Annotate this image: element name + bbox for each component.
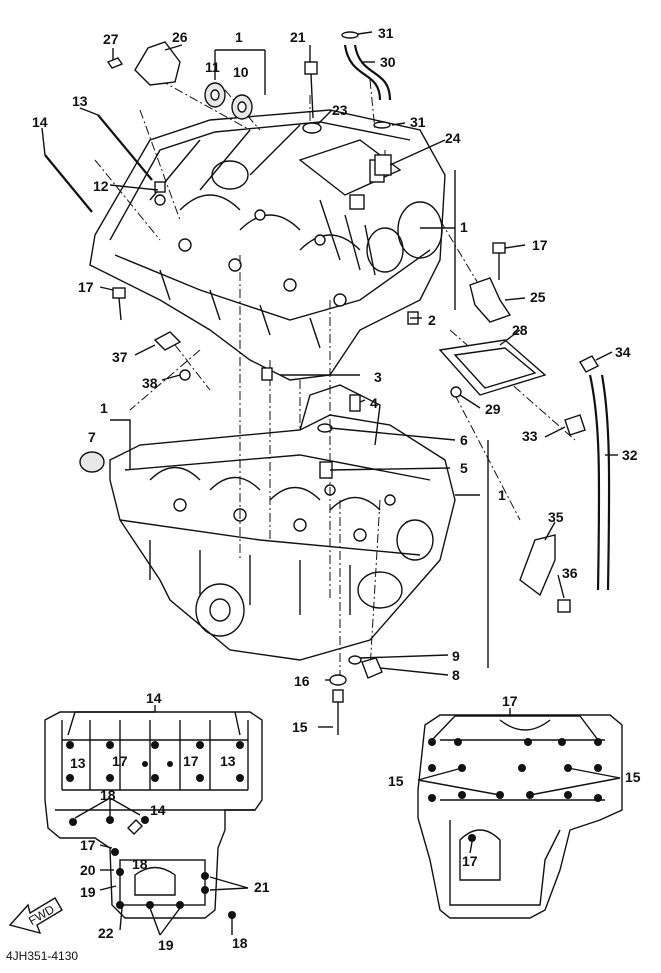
callout-12: 12: [93, 178, 109, 194]
inset-callout-18-top: 18: [100, 787, 116, 803]
inset-callout-17-low: 17: [80, 837, 96, 853]
lower-crankcase: [109, 384, 456, 661]
callout-11: 11: [205, 59, 220, 75]
callout-27: 27: [103, 31, 119, 47]
callout-33: 33: [522, 428, 538, 444]
callout-17-right: 17: [532, 237, 548, 253]
callout-23: 23: [332, 102, 348, 118]
callout-30: 30: [380, 54, 396, 70]
callout-1-upper: 1: [460, 219, 468, 235]
inset-callout-14-mid: 14: [150, 802, 166, 818]
callout-2: 2: [428, 312, 436, 328]
callout-9: 9: [452, 648, 460, 664]
inset-callout-22: 22: [98, 925, 114, 941]
callout-32: 32: [622, 447, 638, 463]
callout-5: 5: [460, 460, 468, 476]
callout-24: 24: [445, 130, 461, 146]
callout-31-mid: 31: [410, 114, 426, 130]
inset-callout-19-left: 19: [80, 884, 96, 900]
inset-callout-17-left: 17: [112, 753, 128, 769]
callout-10: 10: [233, 64, 249, 80]
callout-15: 15: [292, 719, 308, 735]
small-parts: [44, 31, 611, 735]
callout-21: 21: [290, 29, 306, 45]
inset-callout-13-right: 13: [220, 753, 236, 769]
callout-1-lower-left: 1: [100, 400, 108, 416]
callout-13: 13: [72, 93, 88, 109]
inset-top-view: [417, 708, 623, 919]
callout-7: 7: [88, 429, 96, 445]
inset2-callout-17-top: 17: [502, 693, 518, 709]
callout-26: 26: [172, 29, 188, 45]
callout-28: 28: [512, 322, 528, 338]
inset-callout-20: 20: [80, 862, 96, 878]
inset2-callout-15-left: 15: [388, 773, 404, 789]
inset2-callout-17-bottom: 17: [462, 853, 478, 869]
inset2-callout-15-right: 15: [625, 769, 641, 785]
alignment-lines: [94, 79, 576, 680]
inset-underside-view: [44, 705, 263, 936]
inset-callout-14-top: 14: [146, 690, 162, 706]
callout-3: 3: [374, 369, 382, 385]
callout-31-top: 31: [378, 25, 394, 41]
callout-36: 36: [562, 565, 578, 581]
inset-callout-18-bottom: 18: [232, 935, 248, 951]
callout-37: 37: [112, 349, 128, 365]
callout-29: 29: [485, 401, 501, 417]
callout-4: 4: [370, 395, 378, 411]
forward-arrow-icon: FWD: [8, 897, 63, 935]
callout-25: 25: [530, 289, 546, 305]
upper-crankcase: [89, 109, 446, 381]
callout-labels: 1 27 26 11 10 21 31 30 31 23 24 13 14 12…: [32, 25, 638, 735]
leader-lines: [41, 31, 618, 728]
inset-callout-13-left: 13: [70, 755, 86, 771]
callout-14: 14: [32, 114, 48, 130]
callout-16: 16: [294, 673, 310, 689]
callout-1-top: 1: [235, 29, 243, 45]
callout-17-left: 17: [78, 279, 94, 295]
inset-callout-18-mid: 18: [132, 856, 148, 872]
diagram-code: 4JH351-4130: [6, 949, 78, 963]
callout-34: 34: [615, 344, 631, 360]
callout-1-lower-right: 1: [498, 487, 506, 503]
inset-callout-19-bottom: 19: [158, 937, 174, 953]
inset-callout-17-mid: 17: [183, 753, 199, 769]
inset-underside-labels: 14 13 17 17 13 18 14 17 18 20 21 19 22 1…: [70, 690, 270, 953]
inset-callout-21: 21: [254, 879, 270, 895]
callout-35: 35: [548, 509, 564, 525]
callout-6: 6: [460, 432, 468, 448]
callout-8: 8: [452, 667, 460, 683]
callout-38: 38: [142, 375, 158, 391]
inset-top-view-labels: 17 15 15 17: [388, 693, 641, 869]
